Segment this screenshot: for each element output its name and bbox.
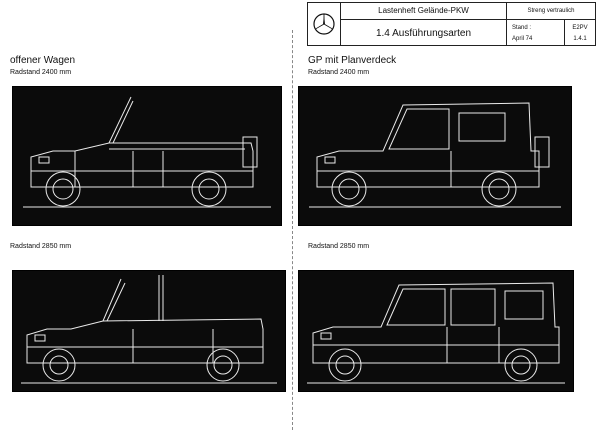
open-car-short-illustration <box>23 96 271 208</box>
classification: Streng vertraulich <box>507 3 595 20</box>
code-block: E2PV 1.4.1 <box>565 20 595 45</box>
stand-date: April 74 <box>512 36 533 42</box>
canvas-top-short-drawing <box>298 86 572 226</box>
doc-title: Lastenheft Gelände-PKW <box>341 3 506 20</box>
stand-label: Stand : <box>512 25 532 31</box>
canvas-top-long-illustration <box>307 282 565 384</box>
mercedes-star-icon <box>313 13 335 35</box>
open-car-long-illustration <box>21 275 277 384</box>
left-top-caption: Radstand 2400 mm <box>10 69 72 76</box>
meta-bottom: Stand : April 74 E2PV 1.4.1 <box>507 20 595 45</box>
left-bottom-caption: Radstand 2850 mm <box>10 243 72 250</box>
right-top-caption: Radstand 2400 mm <box>308 69 370 76</box>
open-car-long-drawing <box>12 270 286 392</box>
page-divider <box>292 30 293 430</box>
doc-number: 1.4.1 <box>573 36 587 42</box>
right-heading: GP mit Planverdeck <box>308 55 397 66</box>
right-bottom-caption: Radstand 2850 mm <box>308 243 370 250</box>
section-title: 1.4 Ausführungsarten <box>375 28 472 39</box>
document-header: Lastenheft Gelände-PKW 1.4 Ausführungsar… <box>307 2 596 46</box>
meta-cell: Streng vertraulich Stand : April 74 E2PV… <box>507 3 595 45</box>
open-car-short-drawing <box>12 86 282 226</box>
doc-code: E2PV <box>572 25 588 31</box>
stand-block: Stand : April 74 <box>507 20 565 45</box>
logo-cell <box>308 3 341 45</box>
title-cell: Lastenheft Gelände-PKW 1.4 Ausführungsar… <box>341 3 507 45</box>
canvas-top-short-illustration <box>309 102 561 208</box>
left-heading: offener Wagen <box>10 55 76 66</box>
canvas-top-long-drawing <box>298 270 574 392</box>
